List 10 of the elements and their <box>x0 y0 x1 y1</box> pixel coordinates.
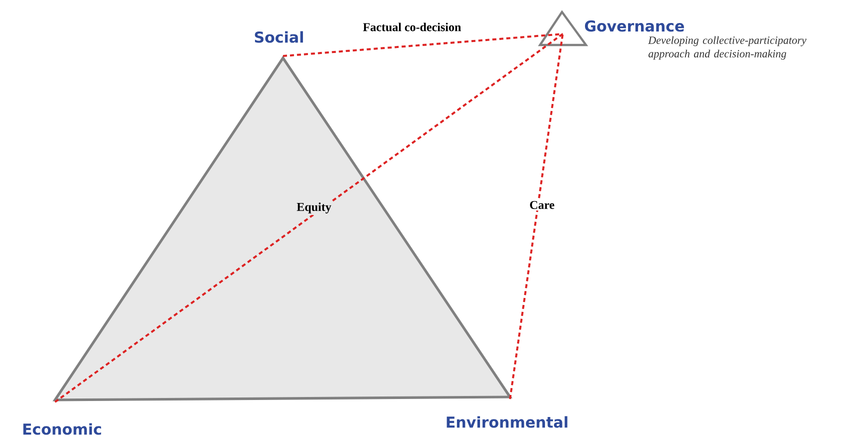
edge-label: Care <box>528 199 556 211</box>
description-text: Developing collective-participatory approach and decision-making <box>648 36 806 60</box>
edge-label: Factual co-decision <box>361 21 463 33</box>
dashed-line <box>282 33 563 57</box>
vertex-label: Environmental <box>446 416 568 428</box>
vertex-label: Economic <box>23 423 102 435</box>
node-heading: Governance <box>584 20 684 32</box>
dashed-line <box>509 34 564 400</box>
edge-label: Equity <box>295 201 333 215</box>
vertex-label: Social <box>254 31 303 43</box>
